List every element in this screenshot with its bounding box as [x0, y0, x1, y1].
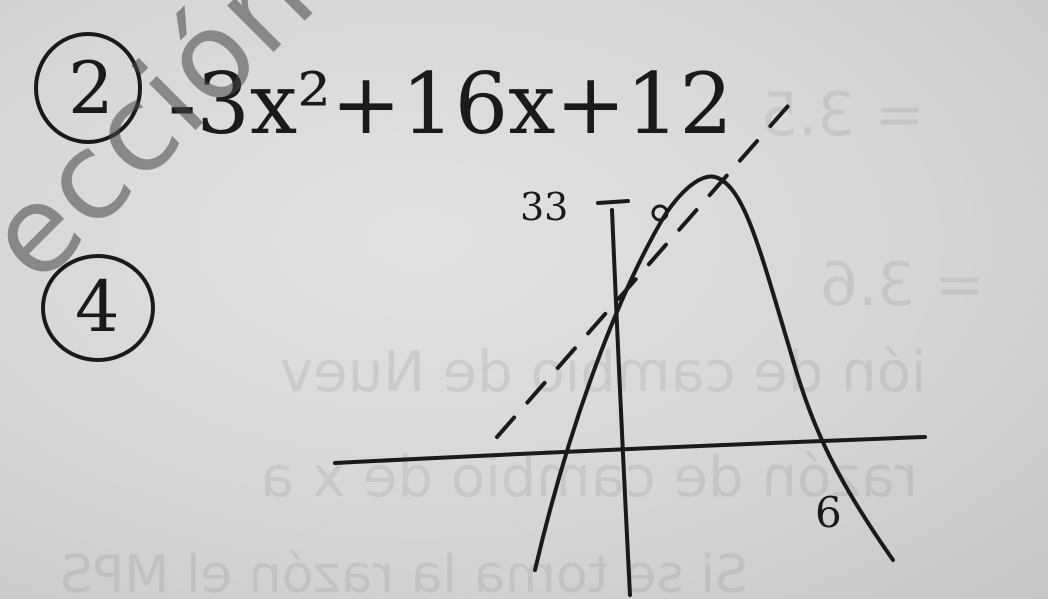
curve-point-marker — [651, 204, 669, 222]
equation-text: -3x²+16x+12 — [168, 55, 733, 153]
tangent-line-dashed — [495, 96, 797, 439]
y-axis-line — [610, 208, 632, 597]
problem-number-circle — [34, 32, 142, 144]
parabola-curve — [533, 174, 895, 572]
problem-number: 2 — [68, 46, 114, 130]
second-number: 4 — [75, 266, 120, 348]
y-axis-tick — [596, 199, 630, 205]
y-intercept-label: 33 — [520, 185, 569, 229]
root-label: 6 — [815, 488, 842, 537]
second-number-circle — [41, 254, 155, 362]
x-axis-line — [333, 435, 927, 465]
